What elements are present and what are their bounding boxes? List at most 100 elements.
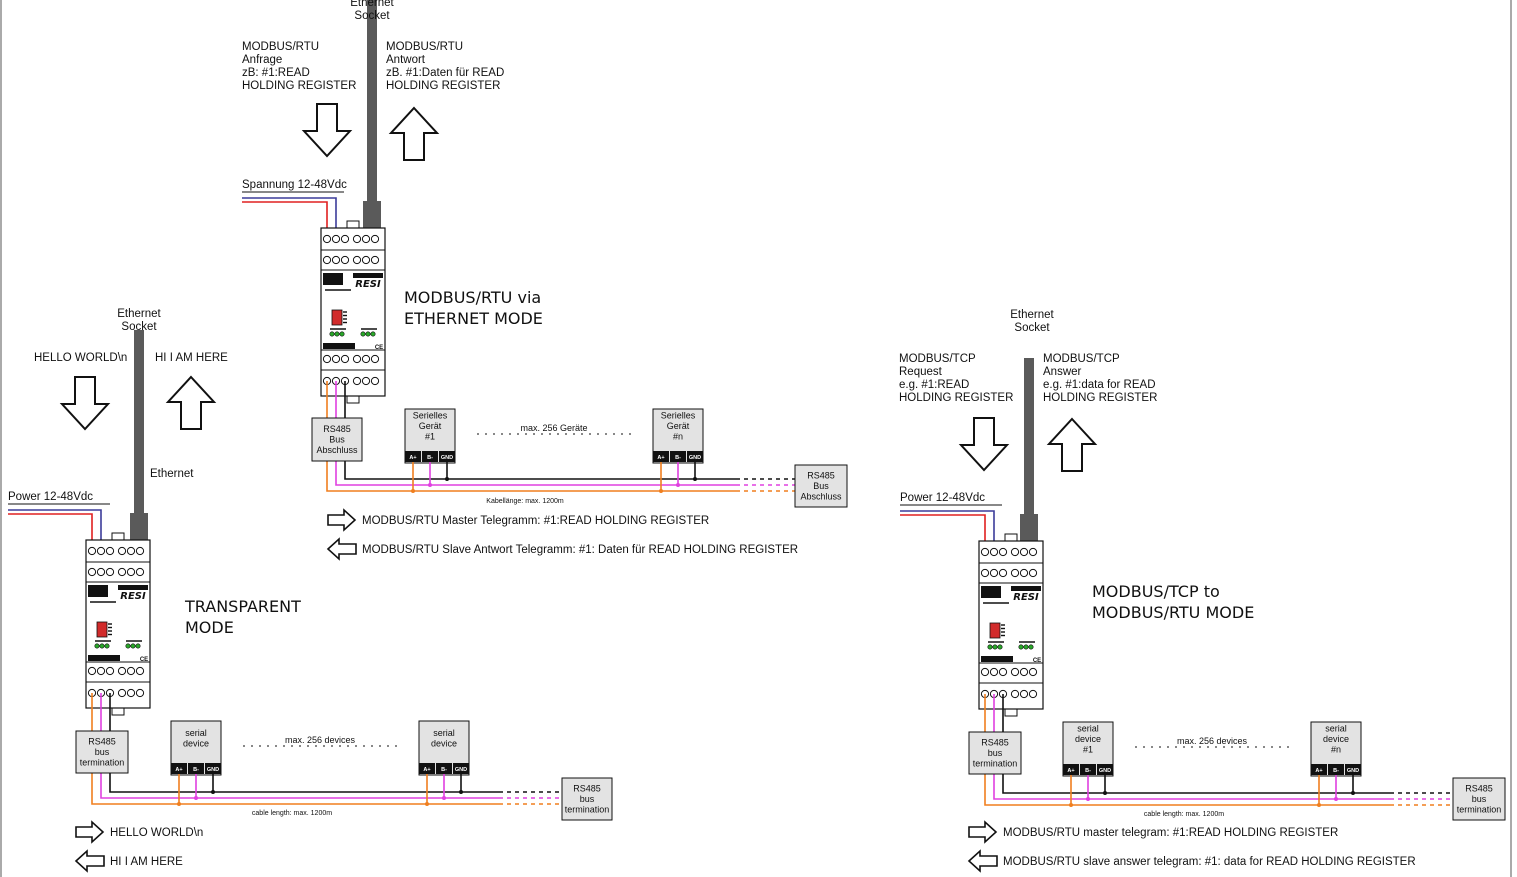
device-terminal-gnd — [453, 763, 469, 774]
termination-left-box — [311, 417, 363, 462]
device-terminal-label-a: A+ — [1067, 768, 1074, 774]
model-label-block — [1011, 586, 1041, 591]
device-text-line-3: #n — [673, 432, 683, 442]
hex-display — [989, 622, 1001, 639]
screw-terminal — [135, 688, 145, 698]
device-terminal-label-gnd: GND — [207, 767, 219, 773]
junction-dot — [459, 790, 463, 794]
bus-gnd-wire — [344, 381, 736, 480]
device-text-line-2: device — [1075, 734, 1101, 744]
device-text-line-1: serial — [1077, 724, 1099, 734]
termination-left-text-line-2: bus — [988, 748, 1003, 758]
power-label: Power 12-48Vdc — [900, 492, 985, 504]
resi-logo: RESI — [120, 591, 146, 602]
bus-a-wire — [91, 693, 499, 805]
ethernet-socket-label-1: Ethernet — [117, 308, 161, 320]
device-text-line-2: device — [1323, 734, 1349, 744]
screw-terminal — [322, 354, 332, 364]
screw-terminal — [998, 547, 1008, 557]
status-led — [130, 643, 136, 649]
screw-terminal — [1010, 689, 1020, 699]
status-led — [339, 331, 345, 337]
response-text-line-1: MODBUS/RTU — [386, 41, 463, 53]
status-led — [125, 643, 131, 649]
status-led — [135, 643, 141, 649]
termination-left-text-line-1: RS485 — [88, 737, 116, 747]
ethernet-cable — [134, 330, 144, 515]
screw-terminal — [352, 354, 362, 364]
request-text: HELLO WORLD\n — [34, 352, 127, 364]
cable-length-label: cable length: max. 1200m — [1144, 811, 1224, 818]
device-terminal-label-gnd: GND — [455, 767, 467, 773]
device-terminal-a — [171, 763, 187, 774]
hex-display — [331, 309, 343, 326]
bus-label-strip — [88, 655, 120, 661]
ethernet-socket-label-2: Socket — [121, 321, 157, 333]
screw-terminal — [96, 567, 106, 577]
power-positive-wire — [900, 514, 986, 552]
power-label: Power 12-48Vdc — [8, 491, 93, 503]
legend-receive-arrow — [326, 537, 357, 561]
ethernet-connector — [130, 513, 148, 540]
ethernet-socket-label-1: Ethernet — [350, 0, 394, 9]
device-terminal-a — [653, 451, 669, 462]
screw-terminal — [1028, 568, 1038, 578]
bus-a-wire — [984, 694, 1390, 806]
screw-terminal — [1019, 547, 1029, 557]
max-devices-label: max. 256 devices — [285, 735, 356, 745]
device-terminal-gnd — [687, 451, 703, 462]
device-terminal-a — [1063, 764, 1079, 775]
request-text-line-4: HOLDING REGISTER — [242, 80, 356, 92]
bus-b-wire — [993, 694, 1390, 800]
junction-dot — [1334, 797, 1338, 801]
junction-dot — [428, 483, 432, 487]
junction-dot — [445, 477, 449, 481]
termination-right-text-line-2: Bus — [813, 481, 829, 491]
device-terminal-a — [1311, 764, 1327, 775]
screw-terminal — [361, 255, 371, 265]
resi-logo: RESI — [1013, 592, 1039, 603]
request-arrow-down — [59, 376, 111, 431]
bus-gnd-wire — [109, 693, 499, 793]
device-terminal-label-a: A+ — [657, 455, 664, 461]
screw-terminal — [105, 546, 115, 556]
legend-send-text: MODBUS/RTU Master Telegramm: #1:READ HOL… — [362, 515, 709, 527]
screw-terminal — [361, 354, 371, 364]
junction-dot — [1069, 803, 1073, 807]
screw-terminal — [331, 354, 341, 364]
legend-send-arrow — [75, 820, 105, 844]
response-text: HI I AM HERE — [155, 352, 228, 364]
power-positive-wire — [242, 201, 328, 239]
status-led — [365, 331, 371, 337]
screw-terminal — [135, 666, 145, 676]
gateway-module: RESI CE — [85, 532, 151, 716]
ce-mark: CE — [140, 657, 148, 663]
device-text-line-3: #1 — [425, 432, 435, 442]
device-text-line-1: Serielles — [413, 411, 448, 421]
termination-right-text-line-2: bus — [1472, 794, 1487, 804]
screw-terminal — [96, 666, 106, 676]
device-text-line-1: serial — [1325, 724, 1347, 734]
device-terminal-label-b: B- — [441, 767, 447, 773]
device-text-line-2: device — [183, 738, 209, 748]
device-terminal-label-b: B- — [1085, 768, 1091, 774]
device-terminal-gnd — [439, 451, 455, 462]
junction-dot — [177, 802, 181, 806]
device-terminal-label-b: B- — [427, 455, 433, 461]
device-terminal-gnd — [1345, 764, 1361, 775]
legend-receive-arrow — [74, 849, 105, 873]
request-text-line-3: zB: #1:READ — [242, 67, 310, 79]
model-label-block — [118, 585, 148, 590]
device-terminal-label-a: A+ — [423, 767, 430, 773]
